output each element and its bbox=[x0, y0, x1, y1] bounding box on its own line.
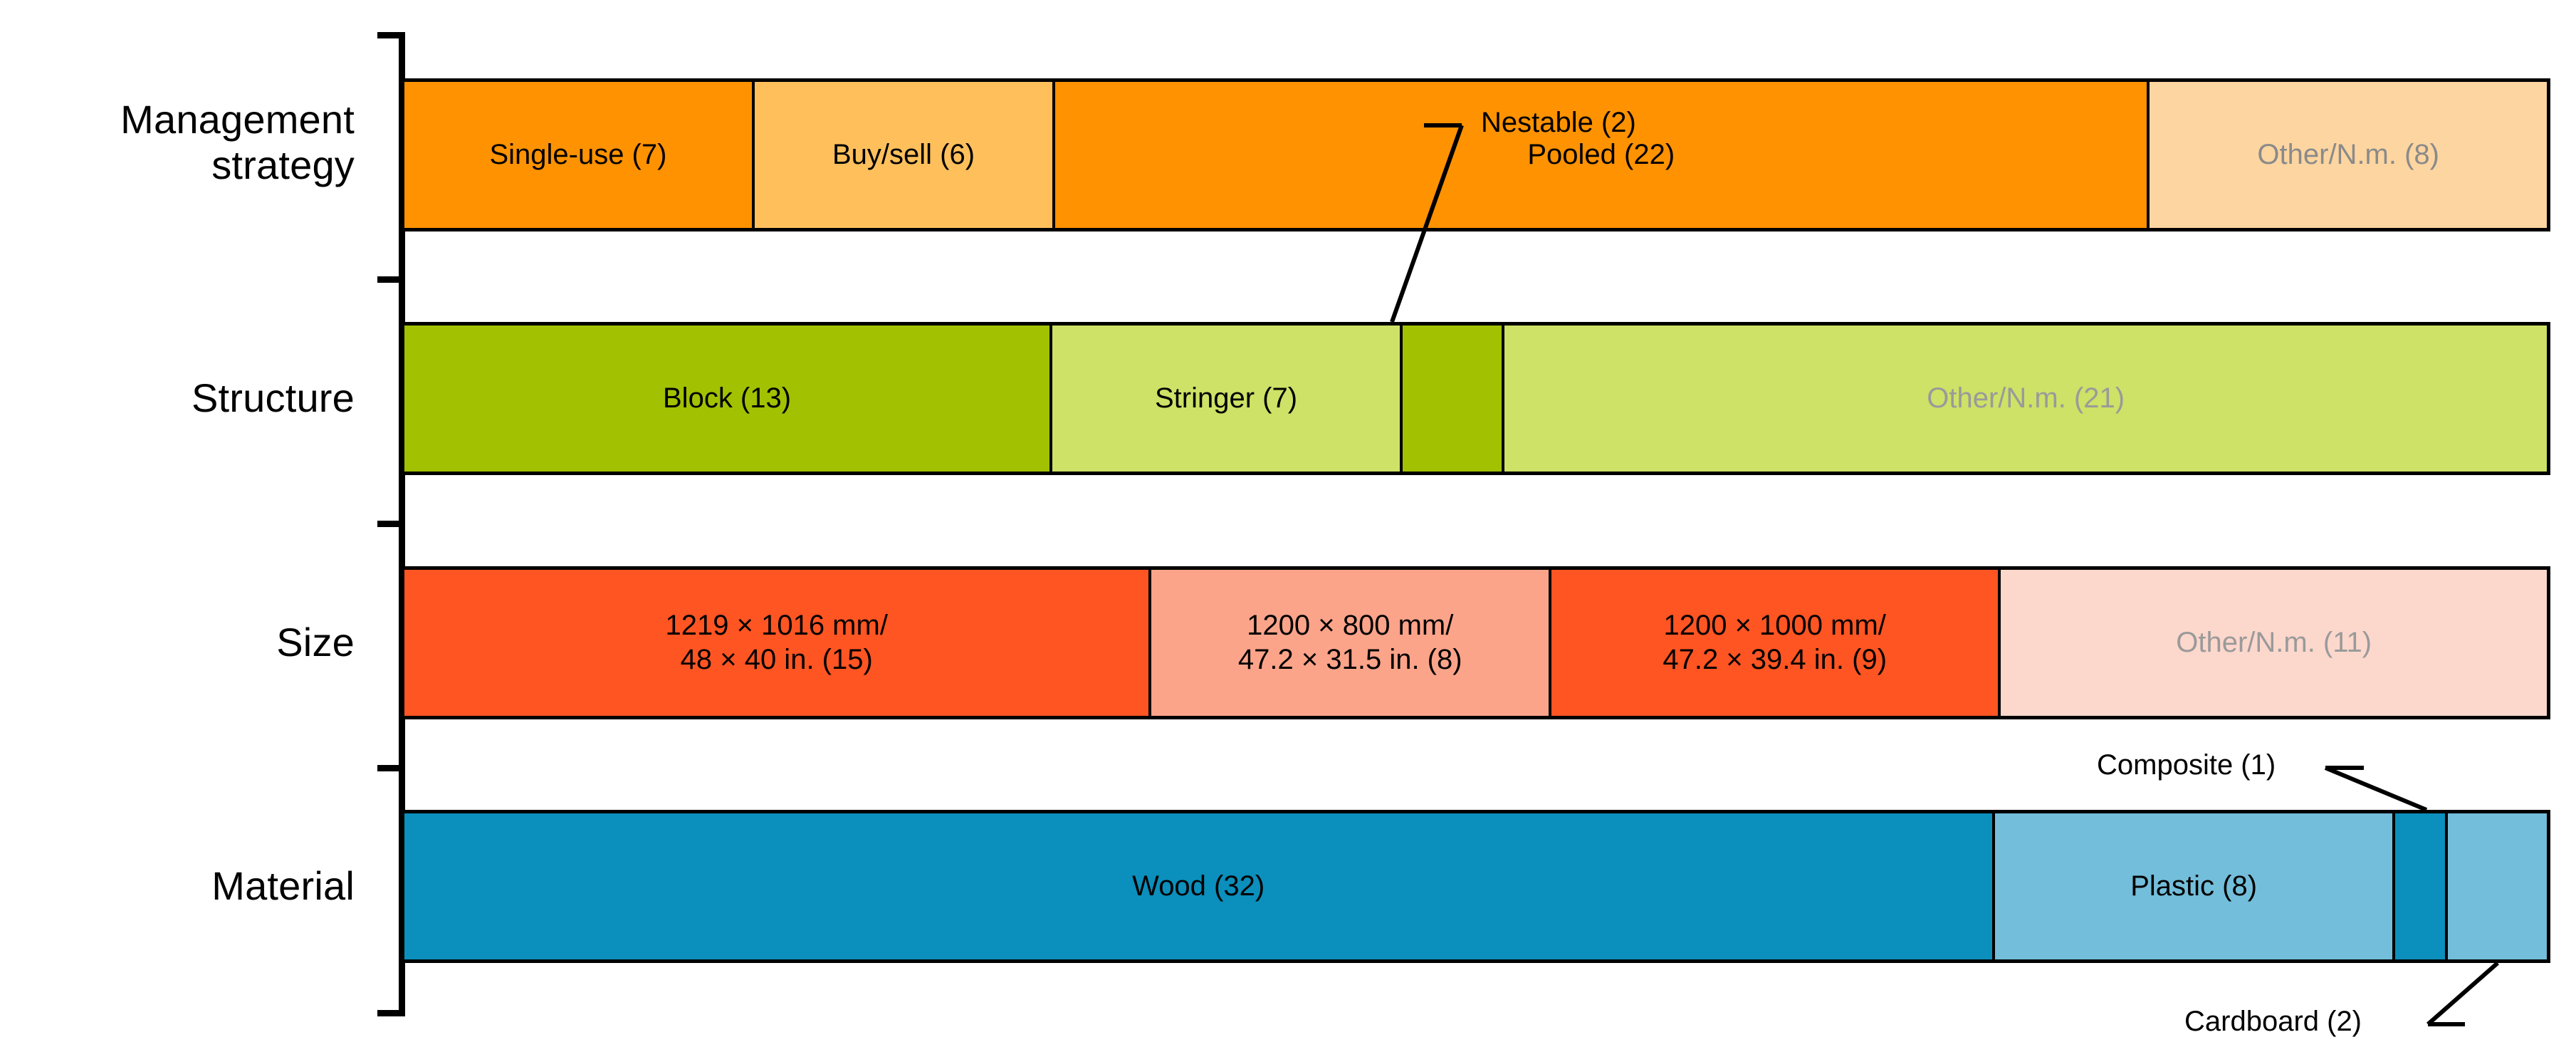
bar-segment-label: 1219 × 1016 mm/ 48 × 40 in. (15) bbox=[665, 610, 888, 675]
bar-segment-1200x1000mm[interactable]: 1200 × 1000 mm/ 47.2 × 39.4 in. (9) bbox=[1551, 570, 2001, 716]
y-axis-tick-4 bbox=[377, 1010, 400, 1016]
bar-segment-label: Pooled (22) bbox=[1527, 138, 1675, 170]
bar-segment-wood[interactable]: Wood (32) bbox=[404, 813, 1996, 959]
bar-segment-label: Other/N.m. (11) bbox=[2176, 626, 2372, 658]
bar-segment-label: Buy/sell (6) bbox=[832, 138, 975, 170]
composite-callout-label: Composite (1) bbox=[2097, 749, 2276, 781]
bar-segment-1200x800mm[interactable]: 1200 × 800 mm/ 47.2 × 31.5 in. (8) bbox=[1151, 570, 1552, 716]
bar-segment-buy-sell[interactable]: Buy/sell (6) bbox=[754, 82, 1056, 228]
category-label-material: Material bbox=[211, 863, 355, 908]
bar-row-structure: Block (13) Stringer (7) Nestable (2) Other/… bbox=[401, 322, 2550, 475]
bar-segment-plastic[interactable]: Plastic (8) bbox=[1995, 813, 2395, 959]
y-axis-tick-1 bbox=[377, 276, 400, 283]
y-axis-spine bbox=[399, 32, 405, 1016]
bar-segment-label: Other/N.m. (8) bbox=[2257, 138, 2439, 170]
bar-segment-cardboard[interactable]: Cardboard (2) bbox=[2447, 813, 2547, 959]
bar-segment-label: Block (13) bbox=[663, 382, 792, 414]
bar-segment-other-n-m[interactable]: Other/N.m. (21) bbox=[1504, 326, 2547, 472]
bar-segment-label: Other/N.m. (21) bbox=[1927, 382, 2125, 414]
cardboard-callout-label: Cardboard (2) bbox=[2184, 1006, 2362, 1037]
bar-segment-label: 1200 × 800 mm/ 47.2 × 31.5 in. (8) bbox=[1237, 610, 1462, 675]
y-axis-tick-2 bbox=[377, 521, 400, 527]
category-label-size: Size bbox=[276, 620, 355, 665]
y-axis-tick-0 bbox=[377, 32, 400, 38]
nestable-callout-label: Nestable (2) bbox=[1481, 107, 1636, 138]
bar-segment-label: Plastic (8) bbox=[2130, 870, 2258, 902]
category-label-management-strategy: Management strategy bbox=[120, 97, 355, 187]
bar-segment-label: 1200 × 1000 mm/ 47.2 × 39.4 in. (9) bbox=[1663, 610, 1888, 675]
bar-row-size: 1219 × 1016 mm/ 48 × 40 in. (15) 1200 × 8… bbox=[401, 566, 2550, 719]
bar-segment-other-n-m[interactable]: Other/N.m. (8) bbox=[2150, 82, 2547, 228]
bar-segment-1219x1016mm[interactable]: 1219 × 1016 mm/ 48 × 40 in. (15) bbox=[404, 570, 1152, 716]
y-axis-tick-3 bbox=[377, 765, 400, 771]
bar-row-management-strategy: Single-use (7) Buy/sell (6) Pooled (22) Oth… bbox=[401, 78, 2550, 231]
bar-segment-block[interactable]: Block (13) bbox=[404, 326, 1053, 472]
bar-segment-composite[interactable]: Composite (1) bbox=[2394, 813, 2448, 959]
bar-row-material: Wood (32) Plastic (8) Composite (1)Cardboa… bbox=[401, 810, 2550, 963]
cardboard-callout-leader-line bbox=[2426, 961, 2499, 1026]
bar-segment-pooled[interactable]: Pooled (22) bbox=[1055, 82, 2150, 228]
bar-segment-label: Stringer (7) bbox=[1154, 382, 1298, 414]
bar-segment-single-use[interactable]: Single-use (7) bbox=[404, 82, 755, 228]
bar-segment-other-n-m[interactable]: Other/N.m. (11) bbox=[2001, 570, 2547, 716]
category-label-structure: Structure bbox=[192, 375, 355, 420]
bar-segment-stringer[interactable]: Stringer (7) bbox=[1052, 326, 1403, 472]
composite-callout-leader-line bbox=[2324, 766, 2428, 812]
bar-segment-nestable[interactable]: Nestable (2) bbox=[1402, 326, 1505, 472]
bar-segment-label: Single-use (7) bbox=[489, 138, 667, 170]
bar-segment-label: Wood (32) bbox=[1132, 870, 1265, 902]
